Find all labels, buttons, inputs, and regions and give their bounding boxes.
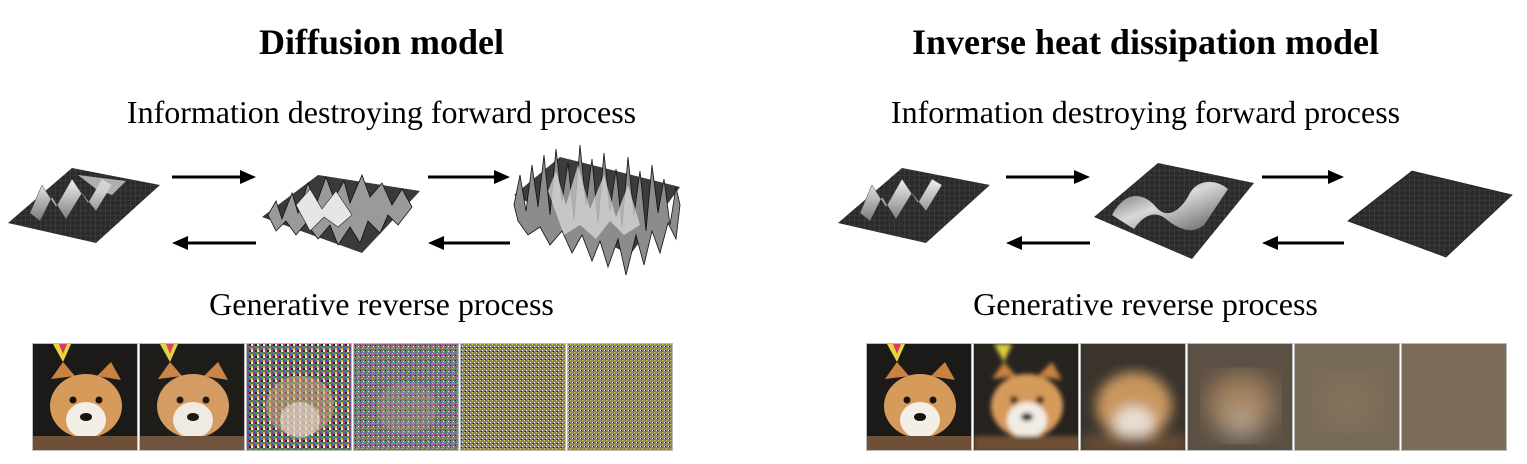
heat-dog-image-clean: [866, 343, 972, 451]
dog-image-medium-noise: [246, 343, 352, 451]
heat-forward-label: Information destroying forward process: [890, 94, 1401, 130]
dog-image-clean: [32, 343, 138, 451]
diffusion-image-strip: [32, 343, 674, 453]
heat-dog-image-heavy-blur: [1187, 343, 1293, 451]
diffusion-surface-row: [8, 144, 681, 276]
heat-surface-row: [838, 163, 1513, 259]
heat-dog-image-slight-blur: [973, 343, 1079, 451]
heat-title: Inverse heat dissipation model: [911, 22, 1380, 62]
clean-surface-plot: [8, 168, 160, 243]
noise-image-2: [567, 343, 673, 451]
heat-dog-image-medium-blur: [1080, 343, 1186, 451]
heat-reverse-label: Generative reverse process: [973, 286, 1318, 322]
arrow-pair-2: [428, 170, 510, 250]
diffusion-reverse-label: Generative reverse process: [209, 286, 554, 322]
arrow-pair-1: [172, 170, 256, 250]
heat-arrow-pair-1: [1006, 170, 1090, 250]
heat-image-uniform: [1401, 343, 1507, 451]
heat-arrow-pair-2: [1262, 170, 1344, 250]
heat-blurred-surface-plot: [1094, 163, 1254, 259]
heat-clean-surface-plot: [838, 168, 990, 243]
noisy-surface-plot: [262, 173, 420, 253]
diffusion-title: Diffusion model: [258, 22, 505, 62]
noise-image-1: [460, 343, 566, 451]
dog-image-slight-noise: [139, 343, 245, 451]
heat-panel: Inverse heat dissipation model Informati…: [764, 0, 1527, 464]
heat-flat-surface-plot: [1347, 170, 1513, 258]
heat-image-strip: [866, 343, 1508, 453]
diffusion-forward-label: Information destroying forward process: [126, 94, 637, 130]
diffusion-panel: Diffusion model Information destroying f…: [0, 0, 763, 464]
pure-noise-surface-plot: [513, 144, 681, 276]
heat-image-near-uniform: [1294, 343, 1400, 451]
dog-image-heavy-noise: [353, 343, 459, 451]
